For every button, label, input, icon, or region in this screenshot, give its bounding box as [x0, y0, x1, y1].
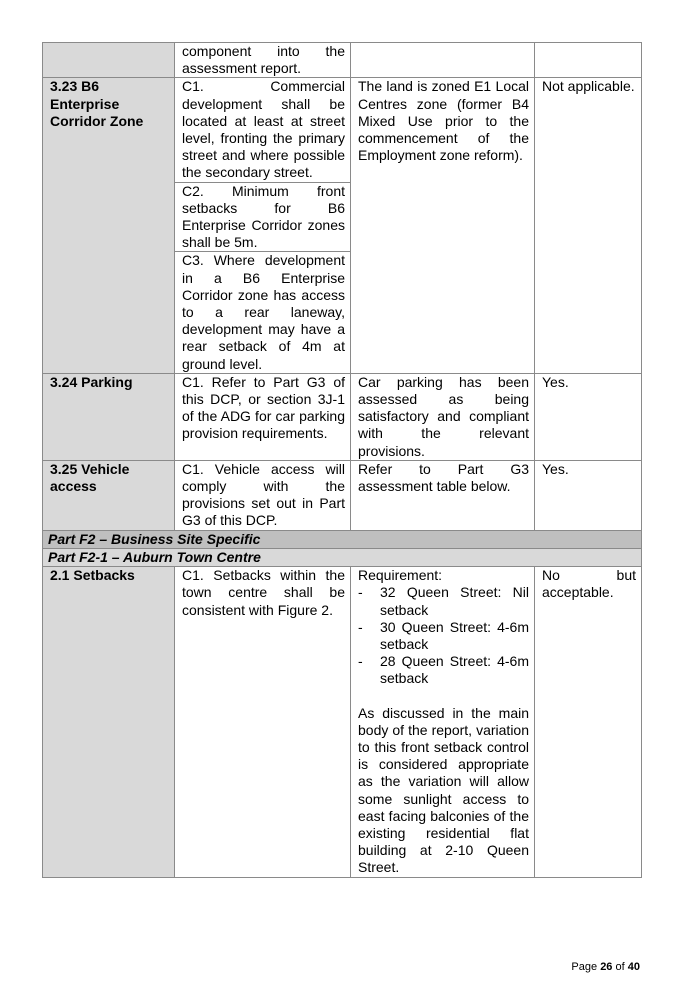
page-number: 26 — [600, 961, 613, 973]
control-cell: C1. Refer to Part G3 of this DCP, or sec… — [174, 372, 351, 461]
control-cell: C1. Vehicle access will comply with the … — [174, 459, 351, 531]
control-cell: C3. Where development in a B6 Enterprise… — [174, 251, 351, 374]
part-heading-row: Part F2 – Business Site Specific — [42, 529, 642, 549]
part-heading: Part F2 – Business Site Specific — [42, 529, 642, 549]
section-cell: 2.1 Setbacks — [42, 566, 175, 878]
comment-cell: Car parking has been assessed as being s… — [350, 372, 535, 461]
table-row: 3.25 Vehicle access C1. Vehicle access w… — [42, 459, 642, 531]
comment-body: As discussed in the main body of the rep… — [358, 704, 529, 876]
spacer — [358, 688, 529, 705]
comment-cell: Requirement: 32 Queen Street: Nil setbac… — [350, 566, 535, 878]
list-item: 32 Queen Street: Nil setback — [358, 584, 529, 618]
table-row: 3.23 B6 Enterprise Corridor Zone C1. Com… — [42, 77, 642, 374]
compliance-cell: Yes. — [534, 372, 642, 461]
subpart-heading-row: Part F2-1 – Auburn Town Centre — [42, 547, 642, 568]
section-cell: 3.25 Vehicle access — [42, 459, 175, 531]
requirement-heading: Requirement: — [358, 567, 443, 584]
page-label: Page — [571, 961, 598, 973]
table-row: 2.1 Setbacks C1. Setbacks within the tow… — [42, 566, 642, 878]
control-cell: component into the assessment report. — [174, 41, 351, 79]
requirement-list: 32 Queen Street: Nil setback 30 Queen St… — [358, 584, 529, 687]
control-cell: C2. Minimum front setbacks for B6 Enterp… — [174, 181, 351, 253]
compliance-cell: Yes. — [534, 459, 642, 531]
table-row: C3. Where development in a B6 Enterprise… — [43, 251, 642, 374]
comment-cell: The land is zoned E1 Local Centres zone … — [350, 77, 535, 374]
control-cell: C1. Setbacks within the town centre shal… — [174, 566, 351, 878]
section-cell — [42, 41, 175, 79]
page-total: 40 — [627, 961, 640, 973]
comment-cell: Refer to Part G3 assessment table below. — [350, 459, 535, 531]
control-cell: C1. Commercial development shall be loca… — [174, 77, 351, 183]
page-footer: Page 26 of 40 — [571, 961, 640, 973]
subpart-heading: Part F2-1 – Auburn Town Centre — [42, 547, 642, 568]
comment-cell — [350, 41, 535, 79]
table-row: 3.24 Parking C1. Refer to Part G3 of thi… — [42, 372, 642, 461]
page-of-label: of — [615, 961, 625, 973]
section-cell: 3.23 B6 Enterprise Corridor Zone — [42, 77, 175, 374]
compliance-cell — [534, 41, 642, 79]
table-row: C2. Minimum front setbacks for B6 Enterp… — [43, 181, 642, 253]
compliance-cell: Not applicable. — [534, 77, 642, 374]
section-cell: 3.24 Parking — [42, 372, 175, 461]
dcp-compliance-table: component into the assessment report. 3.… — [42, 41, 642, 878]
list-item: 28 Queen Street: 4-6m setback — [358, 653, 529, 687]
compliance-cell: No but acceptable. — [534, 566, 642, 878]
table-row: component into the assessment report. — [42, 41, 642, 79]
list-item: 30 Queen Street: 4-6m setback — [358, 619, 529, 653]
